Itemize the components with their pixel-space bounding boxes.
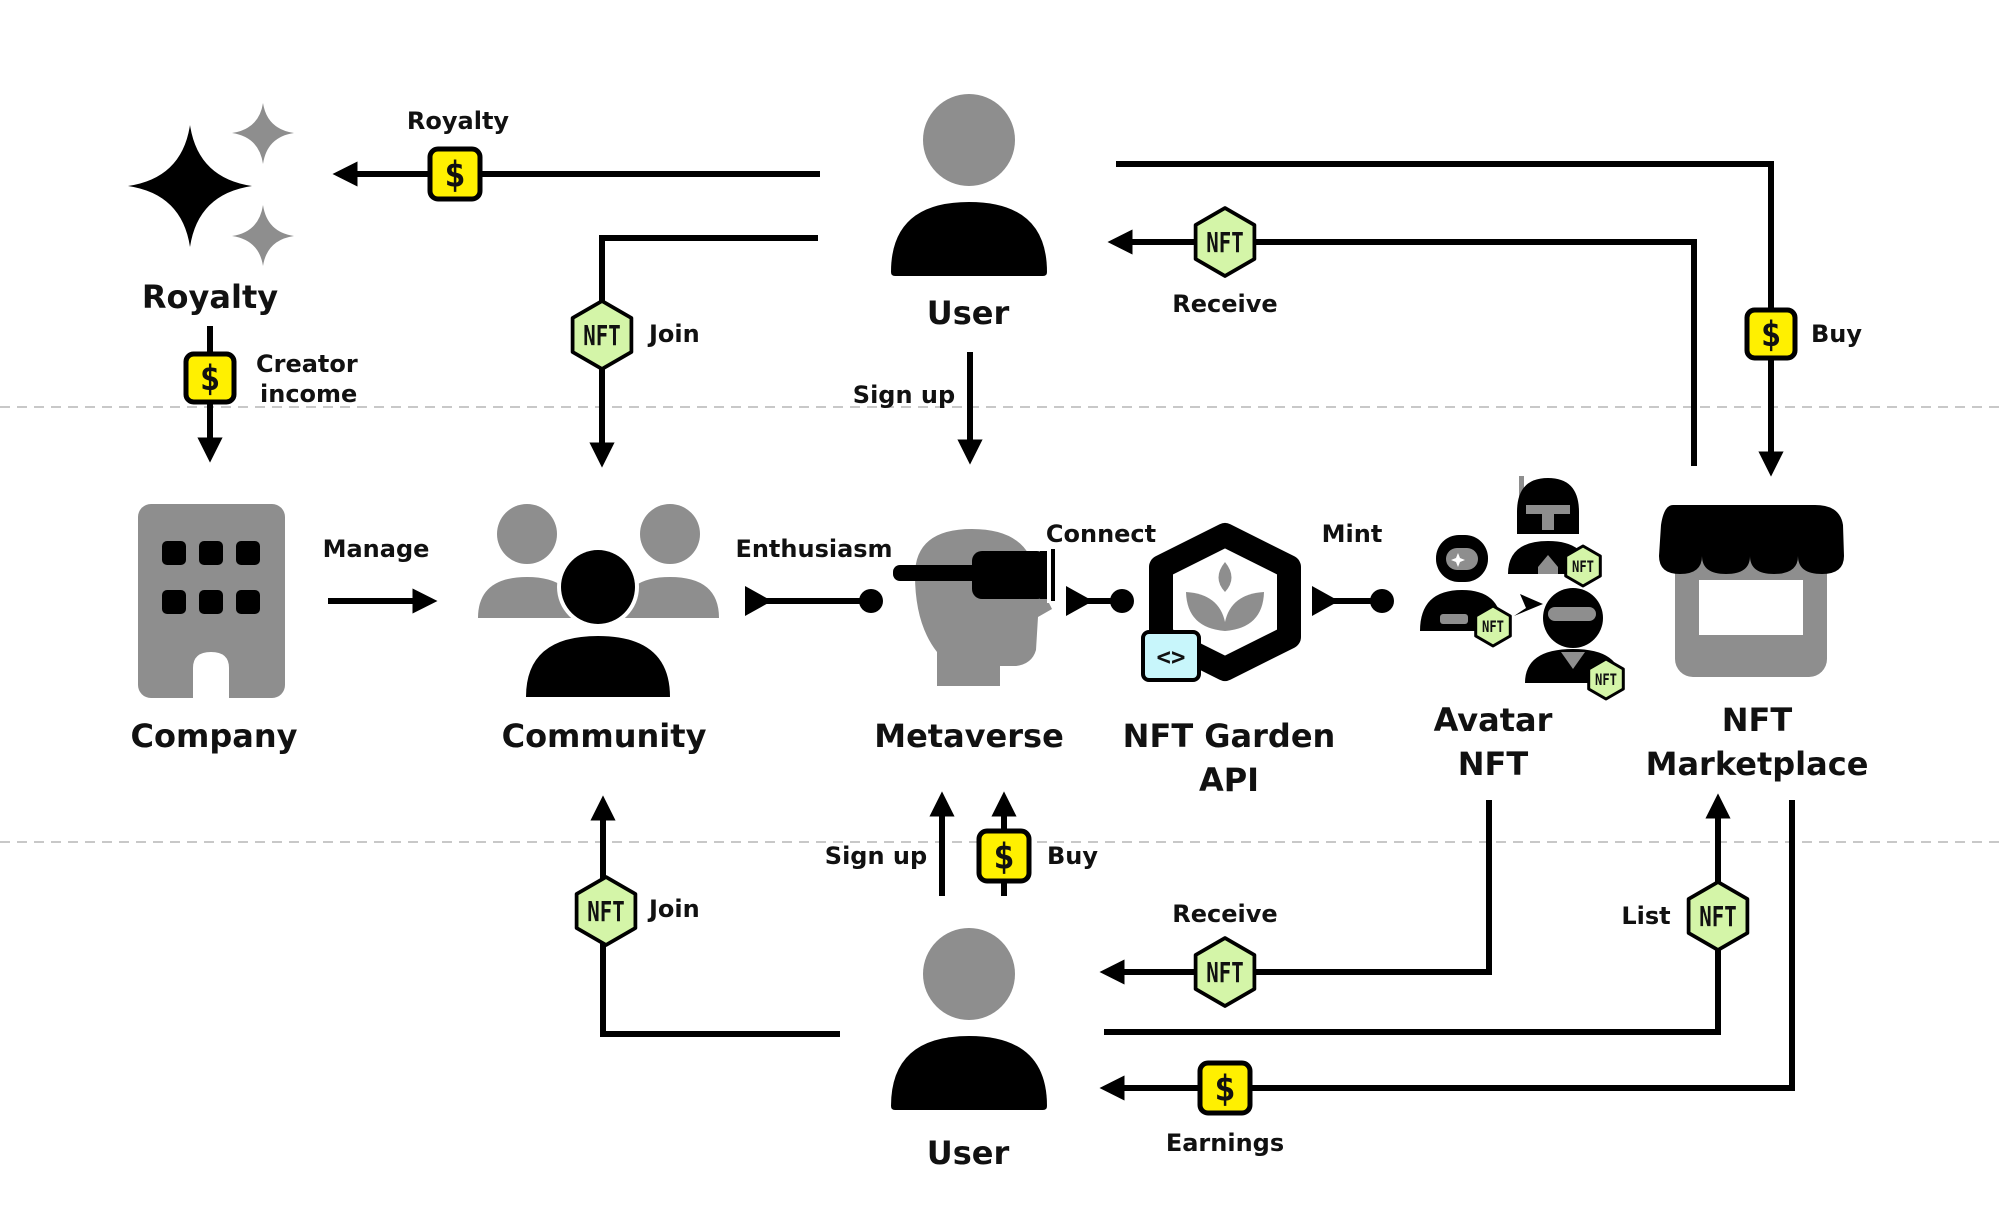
edge-receive-top: [1107, 229, 1697, 466]
ninja-nft-badge-text: NFT: [1595, 670, 1617, 689]
receive-top-label: Receive: [1172, 290, 1277, 318]
user-bottom-title: User: [927, 1134, 1010, 1172]
avatar-title-line2: NFT: [1458, 745, 1529, 783]
user-bottom-icon: [891, 928, 1047, 1110]
edge-earnings: [1099, 800, 1795, 1101]
signup-bottom-label: Sign up: [825, 842, 927, 870]
buy-top-coin-badge: $: [1744, 307, 1798, 361]
community-title: Community: [502, 717, 707, 755]
list-nft-badge: NFT: [1686, 880, 1750, 952]
api-title-line2: API: [1199, 761, 1259, 799]
metaverse-title: Metaverse: [874, 717, 1064, 755]
join-bottom-label: Join: [647, 895, 700, 923]
edge-join-top: [589, 235, 818, 468]
mint-label: Mint: [1322, 520, 1383, 548]
api-code-text: <>: [1157, 643, 1186, 671]
creator-income-coin-badge-text: $: [200, 359, 221, 399]
manage-label: Manage: [323, 535, 430, 563]
earnings-label: Earnings: [1166, 1129, 1284, 1157]
vr-headset-icon: [893, 529, 1055, 686]
royalty-coin-badge: $: [427, 146, 483, 202]
people-group-icon: [478, 504, 719, 698]
creator-income-coin-badge: $: [183, 351, 237, 405]
mint-tail: [1312, 586, 1339, 616]
signup-top-label: Sign up: [853, 381, 955, 409]
buy-bottom-coin-badge: $: [976, 828, 1032, 884]
enthusiasm-label: Enthusiasm: [735, 535, 892, 563]
buy-bottom-label: Buy: [1047, 842, 1098, 870]
marketplace-title-line2: Marketplace: [1646, 745, 1869, 783]
connect-label: Connect: [1046, 520, 1156, 548]
creator-income-label-line1: Creator: [256, 350, 358, 378]
join-top-nft-badge-text: NFT: [583, 321, 620, 352]
enthusiasm-tail: [745, 586, 772, 616]
receive-bottom-label: Receive: [1172, 900, 1277, 928]
receive-bottom-nft-badge-text: NFT: [1206, 958, 1243, 989]
royalty-coin-badge-text: $: [444, 155, 466, 196]
api-title-line1: NFT Garden: [1123, 717, 1336, 755]
join-bottom-nft-badge: NFT: [574, 875, 638, 947]
edge-receive-bottom: [1099, 800, 1492, 985]
knight-nft-badge: NFT: [1564, 544, 1602, 588]
receive-top-nft-badge: NFT: [1193, 206, 1257, 278]
join-top-nft-badge: NFT: [570, 299, 634, 371]
company-title: Company: [131, 717, 298, 755]
api-code-badge-icon: <>: [1141, 630, 1201, 682]
user-top-icon: [891, 94, 1047, 276]
buy-top-coin-badge-text: $: [1761, 315, 1782, 355]
connect-tail: [1066, 586, 1093, 616]
list-label: List: [1621, 902, 1670, 930]
join-bottom-nft-badge-text: NFT: [587, 897, 624, 928]
receive-bottom-nft-badge: NFT: [1193, 936, 1257, 1008]
astronaut-nft-badge: NFT: [1474, 604, 1512, 648]
sparkles-icon: [128, 103, 294, 266]
buy-top-label: Buy: [1811, 320, 1862, 348]
receive-top-nft-badge-text: NFT: [1206, 228, 1243, 259]
ninja-nft-badge: NFT: [1587, 657, 1625, 701]
mint-dot: [1370, 589, 1394, 613]
enthusiasm-dot: [859, 589, 883, 613]
knight-nft-badge-text: NFT: [1572, 557, 1594, 576]
user-top-title: User: [927, 294, 1010, 332]
badge-layer: $ $ $ $ $ NFT NFT NFT NFT NFT NFT NFT NFT: [183, 146, 1798, 1116]
astronaut-nft-badge-text: NFT: [1482, 617, 1504, 636]
royalty-payment-label: Royalty: [407, 107, 510, 135]
connect-dot: [1110, 589, 1134, 613]
royalty-title: Royalty: [142, 278, 278, 316]
edge-buy-top: [1116, 161, 1784, 477]
earnings-coin-badge: $: [1197, 1060, 1253, 1116]
list-nft-badge-text: NFT: [1699, 902, 1736, 933]
creator-income-label-line2: income: [260, 380, 357, 408]
join-top-label: Join: [647, 320, 700, 348]
avatar-title-line1: Avatar: [1434, 701, 1553, 739]
storefront-icon: [1659, 505, 1844, 677]
earnings-coin-badge-text: $: [1214, 1069, 1236, 1110]
buy-bottom-coin-badge-text: $: [993, 837, 1015, 878]
building-icon: [138, 504, 285, 698]
marketplace-title-line1: NFT: [1722, 701, 1793, 739]
